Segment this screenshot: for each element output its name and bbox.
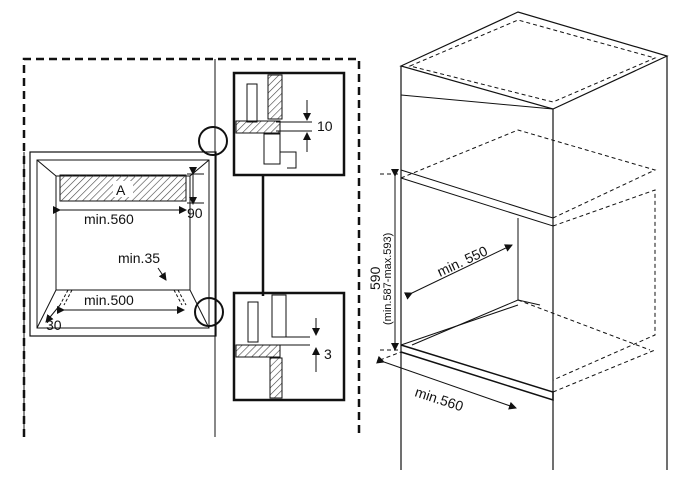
dim-min35-arrow <box>157 267 167 281</box>
area-a-label-bg <box>113 181 133 197</box>
detail-circle-bottom <box>194 297 224 327</box>
upper-shelf <box>400 169 554 227</box>
dim-3: 3 <box>324 346 332 362</box>
niche-frame <box>29 151 217 337</box>
cabinet-outline-dashed <box>22 57 361 437</box>
upper-shelf-dashed <box>400 129 657 219</box>
support-left <box>59 289 73 306</box>
niche-persp-bl <box>36 289 57 329</box>
dim-30: 30 <box>46 317 62 333</box>
niche-back-3d <box>411 218 519 346</box>
support-right <box>173 289 187 306</box>
cabinet-top-front <box>400 94 554 110</box>
dim-min35: min.35 <box>118 250 160 266</box>
niche-persp-br <box>189 289 210 329</box>
lower-shelf-back <box>400 304 519 346</box>
front-view: A min.560 90 min.35 min.500 30 <box>22 57 361 437</box>
cabinet-top-face <box>399 11 669 110</box>
dim-min560-right: min.560 <box>413 384 466 415</box>
niche-side-dashed <box>517 299 651 351</box>
niche-inner <box>36 159 210 329</box>
detail-circle-top <box>198 126 228 156</box>
detail-box-bottom: 3 <box>232 291 346 402</box>
dim-30-arrow <box>45 304 61 323</box>
dim-min500: min.500 <box>84 292 134 308</box>
niche-back-floor <box>517 299 541 306</box>
dim-10: 10 <box>317 118 333 134</box>
detail-box-top: 10 <box>232 71 346 177</box>
dim-min560-right-line <box>376 355 517 410</box>
dim-90: 90 <box>187 205 203 221</box>
cabinet-top-inner-dashed <box>408 19 657 103</box>
dim-min560-ext-left <box>379 351 402 361</box>
niche-back-dashed <box>552 189 656 381</box>
dim-min550-line <box>403 244 513 300</box>
dim-590-range: (min.587-max.593) <box>382 233 394 325</box>
lower-shelf-dashed <box>552 349 656 393</box>
dim-590: 590 <box>367 266 383 290</box>
area-a-label: A <box>116 182 126 198</box>
niche-persp-tl <box>36 159 57 177</box>
dim-min560-left: min.560 <box>84 211 134 227</box>
cabinet-3d-view: 590 (min.587-max.593) min. 550 min.560 <box>367 11 669 470</box>
dim-min550: min. 550 <box>435 242 491 279</box>
